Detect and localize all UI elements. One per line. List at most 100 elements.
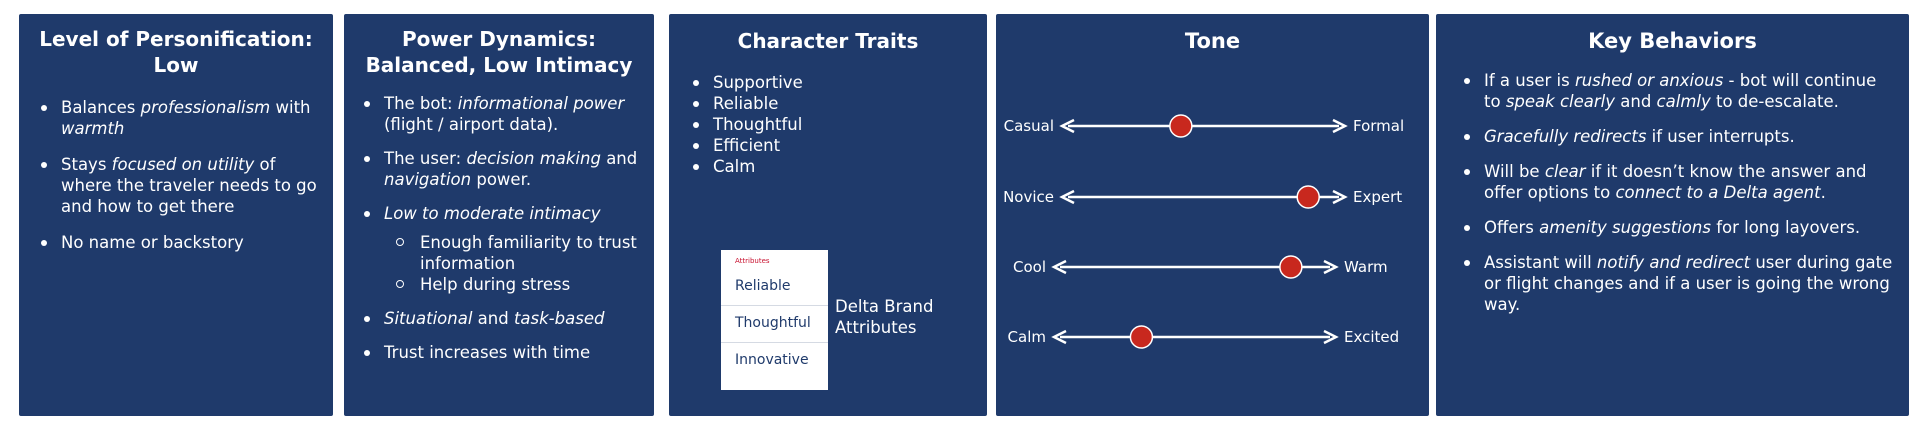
sub-bullet: Help during stress (384, 274, 646, 295)
bullet-text-segment: - bot will continue to (1484, 71, 1877, 111)
bullet-text-segment: Assistant will (1484, 253, 1597, 272)
tone-left-label: Novice (1003, 188, 1054, 206)
tone-scale: Casual Formal (1004, 114, 1404, 138)
delta-brand-attributes-card: Attributes Reliable Thoughtful Innovativ… (721, 250, 828, 390)
behavior-bullet: Will be clear if it doesn’t know the ans… (1454, 161, 1893, 203)
bullet-text-segment: The user: (384, 149, 467, 168)
personification-title-line: Low (153, 53, 199, 77)
bullet-text-segment: warmth (61, 119, 125, 138)
trait-item: Reliable (683, 93, 977, 114)
bullet-text-segment: with (270, 98, 311, 117)
power-title-line: Power Dynamics: (401, 27, 597, 51)
brand-caption: Delta Brand Attributes (835, 296, 933, 338)
bullet-text-segment: Offers (1484, 218, 1540, 237)
bullet-text-segment: Stays (61, 155, 112, 174)
bullet-text-segment: and (600, 149, 638, 168)
bullet-text-segment: focused on utility (111, 155, 255, 174)
tone-left-label: Casual (1004, 117, 1054, 135)
bullet-text-segment: speak clearly (1505, 92, 1615, 111)
brand-attribute: Innovative (721, 342, 828, 379)
tone-scale: Calm Excited (1008, 325, 1399, 349)
tone-right-label: Excited (1344, 328, 1399, 346)
bullet-text-segment: amenity suggestions (1539, 218, 1711, 237)
bullet-text-segment: rushed or anxious (1574, 71, 1724, 90)
tone-left-label: Calm (1008, 328, 1046, 346)
trait-item: Supportive (683, 72, 977, 93)
tone-title: Tone (1184, 29, 1241, 53)
power-title: Power Dynamics: Balanced, Low Intimacy (344, 26, 654, 78)
arrow-right-icon (1323, 259, 1339, 275)
bullet-text-segment: clear (1544, 162, 1586, 181)
bullet-text-segment: Will be (1484, 162, 1545, 181)
behavior-bullet: Offers amenity suggestions for long layo… (1454, 217, 1893, 238)
power-title-line: Balanced, Low Intimacy (365, 53, 633, 77)
bullet-text-segment: for long layovers. (1710, 218, 1861, 237)
bullet-text-segment: The bot: (384, 94, 458, 113)
sub-bullet: Enough familiarity to trust information (384, 232, 646, 274)
behaviors-title: Key Behaviors (1588, 29, 1757, 53)
tone-scale: Novice Expert (1003, 185, 1402, 209)
brand-attribute: Reliable (735, 278, 791, 294)
bullet-text-segment: Balances (61, 98, 141, 117)
arrow-left-icon (1059, 189, 1075, 205)
bullet-text-segment: task-based (513, 309, 605, 328)
arrow-left-icon (1051, 259, 1067, 275)
bullet-text-segment: if user interrupts. (1646, 127, 1795, 146)
bullet-text-segment: Gracefully redirects (1484, 127, 1647, 146)
power-dynamics-panel: Power Dynamics: Balanced, Low Intimacy T… (344, 14, 654, 416)
behaviors-bullets: If a user is rushed or anxious - bot wil… (1454, 70, 1893, 315)
arrow-right-icon (1323, 329, 1339, 345)
trait-item: Efficient (683, 135, 977, 156)
tone-right-label: Warm (1344, 258, 1388, 276)
bullet-text-segment: . (1820, 183, 1826, 202)
bullet-text-segment: If a user is (1484, 71, 1575, 90)
tone-marker (1169, 114, 1193, 138)
bullet-text-segment: Low to moderate intimacy (384, 204, 601, 223)
tone-right-label: Expert (1353, 188, 1402, 206)
personification-title: Level of Personification: Low (19, 26, 333, 78)
bullet-text-segment: user during gate or flight changes and i… (1484, 253, 1893, 314)
traits-title: Character Traits (737, 29, 919, 53)
bullet-text-segment: and (1615, 92, 1657, 111)
personification-bullet: No name or backstory (31, 232, 321, 253)
trait-item: Thoughtful (683, 114, 977, 135)
arrow-right-icon (1332, 189, 1348, 205)
arrow-left-icon (1051, 329, 1067, 345)
bullet-text-segment: No name or backstory (61, 233, 244, 252)
tone-right-label: Formal (1353, 117, 1404, 135)
power-bullet: The bot: informational power (flight / a… (354, 93, 646, 135)
key-behaviors-panel: Key Behaviors If a user is rushed or anx… (1436, 14, 1909, 416)
personification-panel: Level of Personification: Low Balances p… (19, 14, 333, 416)
bullet-text-segment: decision making (466, 149, 601, 168)
behavior-bullet: Assistant will notify and redirect user … (1454, 252, 1893, 315)
trait-item: Calm (683, 156, 977, 177)
tone-marker (1129, 325, 1154, 349)
bullet-text-segment: calmly (1656, 92, 1711, 111)
bullet-text-segment: (flight / airport data). (384, 115, 559, 134)
tone-marker (1296, 185, 1320, 209)
behavior-bullet: If a user is rushed or anxious - bot wil… (1454, 70, 1893, 112)
bullet-text-segment: informational power (457, 94, 625, 113)
personification-bullet: Balances professionalism with warmth (31, 97, 321, 139)
brand-caption-line: Attributes (835, 318, 917, 337)
power-bullet: Situational and task-based (354, 308, 646, 329)
bullet-text-segment: of where the traveler needs to go and ho… (61, 155, 317, 216)
bullet-text-segment: Situational (384, 309, 473, 328)
brand-card-header: Attributes (735, 257, 770, 265)
tone-marker (1279, 255, 1303, 279)
bullet-text-segment: if it doesn’t know the answer and offer … (1484, 162, 1867, 202)
bullet-text-segment: professionalism (140, 98, 271, 117)
behavior-bullet: Gracefully redirects if user interrupts. (1454, 126, 1893, 147)
power-bullet: Trust increases with time (354, 342, 646, 363)
brand-attribute: Thoughtful (721, 305, 828, 342)
brand-caption-line: Delta Brand (835, 297, 934, 316)
bullet-text-segment: Trust increases with time (384, 343, 591, 362)
bullet-text-segment: power. (471, 170, 532, 189)
